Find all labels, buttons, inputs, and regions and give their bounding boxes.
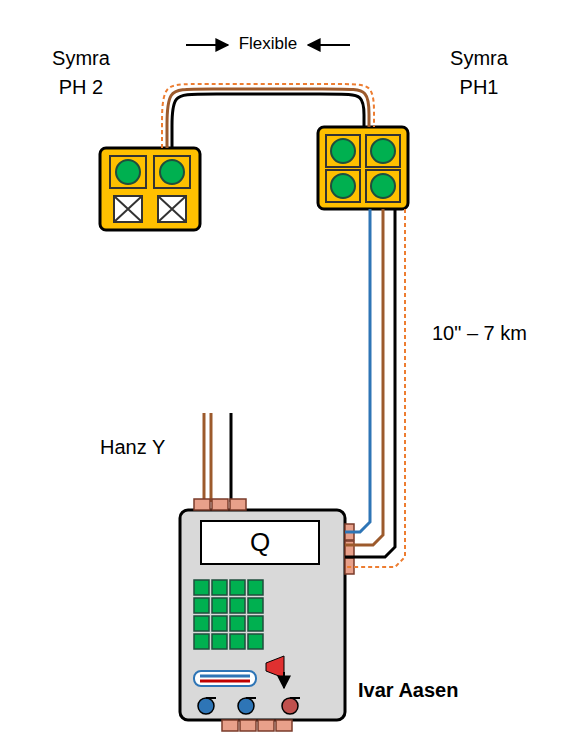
node-label: Ivar Aasen [358, 676, 458, 705]
module-grid-part [230, 616, 245, 631]
pump-symbols-part [290, 697, 300, 699]
quarters-box: Q [200, 520, 320, 565]
module-grid-part [248, 616, 263, 631]
compressor-symbol-part [283, 672, 285, 688]
hanz-y-pipes [204, 413, 231, 502]
template-ph2-part [100, 148, 200, 230]
connector-label: 10" – 7 km [430, 322, 529, 345]
pipeline-connector [162, 84, 374, 148]
pipeline-line [345, 209, 405, 567]
template-ph2-part [160, 160, 184, 184]
compressor-symbol-part [266, 656, 284, 678]
pump-symbols-part [206, 697, 216, 699]
template-ph1-part [326, 135, 360, 167]
box-label: Q [250, 527, 270, 558]
template-ph1-part [371, 139, 395, 163]
module-grid-part [230, 580, 245, 595]
module-grid-part [212, 598, 227, 613]
flexible-arrows-part [308, 44, 350, 46]
subsea-template: Symra PH 2 [100, 148, 200, 230]
template-ph1-part [331, 139, 355, 163]
riser-stubs-part [276, 720, 292, 731]
separator-tank-part [194, 671, 256, 686]
module-grid-part [248, 580, 263, 595]
subsea-template: Symra PH1 [318, 127, 408, 209]
hanz-y-pipes-part [230, 413, 233, 502]
module-grid-part [248, 634, 263, 649]
pump-symbols-part [246, 697, 256, 699]
pipeline-line [345, 209, 383, 545]
pump-symbols-part [238, 698, 254, 714]
template-ph2-part [158, 196, 186, 222]
module-grid-part [212, 634, 227, 649]
pipeline-line [345, 209, 370, 532]
template-ph2-part [110, 156, 146, 188]
hanz-y-pipes-part [203, 413, 206, 502]
platform-body-part [180, 510, 345, 720]
template-ph2-part [114, 196, 142, 222]
template-ph1-part [366, 170, 400, 202]
module-grid-part [230, 598, 245, 613]
pump-symbols-part [282, 698, 298, 714]
module-grid [194, 580, 263, 649]
template-ph2-part [158, 196, 186, 222]
pipeline-line [162, 84, 374, 148]
pipeline-connector [345, 209, 405, 567]
pump-symbols [198, 698, 300, 714]
riser-stubs [194, 499, 354, 731]
pipeline-line [167, 89, 369, 148]
template-ph2 [100, 148, 200, 230]
template-ph2-part [114, 196, 142, 222]
riser-stubs-part [222, 720, 238, 731]
riser-stubs-part [230, 499, 246, 510]
riser-stubs-part [194, 499, 210, 510]
riser-stubs-part [212, 499, 228, 510]
template-ph1 [318, 127, 408, 209]
module-grid-part [194, 616, 209, 631]
riser-stubs-part [240, 720, 256, 731]
template-ph1-part [366, 135, 400, 167]
module-grid-part [212, 616, 227, 631]
hanz-y-pipes-part [210, 413, 213, 502]
platform-body [180, 510, 345, 720]
template-ph1-part [371, 174, 395, 198]
connector-label: Flexible [237, 34, 300, 54]
platform: QIvar Aasen [180, 510, 345, 720]
module-grid-part [212, 580, 227, 595]
riser-stubs-part [258, 720, 274, 731]
flexible-arrows-part [186, 44, 228, 46]
template-ph1-part [326, 170, 360, 202]
module-grid-part [194, 634, 209, 649]
riser-stubs-part [345, 541, 354, 557]
template-ph2-part [116, 160, 140, 184]
node-label: Symra PH1 [436, 44, 522, 102]
node-label: Symra PH 2 [38, 44, 124, 102]
module-grid-part [230, 634, 245, 649]
pipeline-line [345, 209, 395, 557]
compressor-symbol [266, 656, 284, 688]
template-ph1-part [331, 174, 355, 198]
separator-tank [194, 671, 256, 686]
pipeline-line [172, 94, 364, 148]
pump-symbols-part [198, 698, 214, 714]
pipeline-label: Hanz Y [100, 436, 165, 459]
template-ph2-part [154, 156, 190, 188]
module-grid-part [194, 580, 209, 595]
separator-tank-part [200, 675, 250, 678]
template-ph1-part [318, 127, 408, 209]
module-grid-part [248, 598, 263, 613]
separator-tank-part [200, 680, 250, 683]
module-grid-part [194, 598, 209, 613]
